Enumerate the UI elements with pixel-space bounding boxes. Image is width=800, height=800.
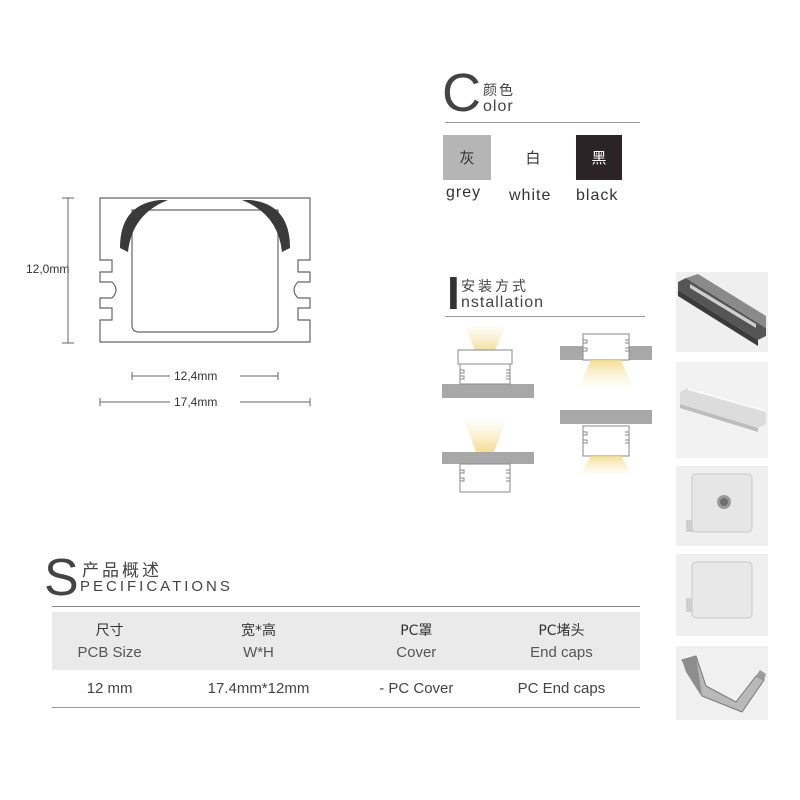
spec-table-header-row: 尺寸 PCB Size 宽*高 W*H PC罩 Cover PC堵头 End c… (52, 612, 640, 670)
swatch-white-label: white (509, 187, 552, 204)
spec-header-cn: PC罩 (400, 623, 433, 639)
color-section-letter: C (442, 63, 481, 123)
swatch-grey-cn: 灰 (459, 149, 475, 167)
spec-header-en: End caps (530, 644, 593, 661)
spec-header-en: Cover (396, 644, 437, 661)
color-section-title-cn: 颜色 (483, 83, 515, 99)
spec-header-cn: 宽*高 (240, 623, 276, 639)
spec-header-cn: PC堵头 (538, 623, 585, 639)
spec-section-letter: S (44, 549, 79, 607)
installation-section-divider (445, 316, 645, 317)
outer-width-dimension-line (99, 398, 311, 406)
spec-value-end-caps: PC End caps (482, 670, 640, 708)
photo-mounting-clip (676, 646, 768, 720)
spec-section-title-cn: 产品概述 (82, 561, 162, 581)
color-section-divider (445, 122, 640, 123)
spec-table: 尺寸 PCB Size 宽*高 W*H PC罩 Cover PC堵头 End c… (52, 612, 640, 708)
photo-end-cap-blank (676, 554, 768, 636)
spec-value-cover: - PC Cover (349, 670, 483, 708)
spec-header-cn: 尺寸 (95, 623, 124, 639)
spec-header-end-caps: PC堵头 End caps (482, 612, 640, 670)
install-recessed-up (442, 326, 534, 398)
swatch-white-cn: 白 (525, 149, 541, 167)
swatch-black-label: black (576, 187, 619, 204)
swatch-black[interactable]: 黑 (576, 135, 622, 180)
installation-diagrams (442, 326, 652, 493)
photo-end-cap-with-hole (676, 466, 768, 546)
height-dimension-line (62, 197, 74, 344)
spec-header-en: W*H (243, 644, 274, 661)
install-ceiling-down (560, 333, 652, 386)
cover-lips (120, 200, 290, 252)
spec-header-en: PCB Size (77, 644, 142, 661)
swatch-grey-label: grey (446, 184, 482, 201)
pc-cover-image (680, 388, 766, 432)
profile-outline (99, 197, 311, 343)
spec-section-title-en: PECIFICATIONS (80, 578, 233, 595)
mounting-clip-image (681, 655, 766, 713)
color-section-title-en: olor (483, 98, 514, 115)
end-cap-hole-image (686, 473, 753, 533)
spec-value-wh: 17.4mm*12mm (167, 670, 350, 708)
install-surface-up (442, 420, 534, 493)
profile-channel-image (678, 274, 766, 346)
inner-width-dimension-label: 12,4mm (172, 369, 220, 383)
swatch-black-cn: 黑 (591, 149, 607, 167)
swatch-grey[interactable]: 灰 (443, 135, 491, 180)
spec-header-pcb-size: 尺寸 PCB Size (52, 612, 168, 670)
spec-value-pcb-size: 12 mm (52, 670, 168, 708)
install-surface-down (560, 410, 652, 474)
spec-table-value-row: 12 mm 17.4mm*12mm - PC Cover PC End caps (52, 670, 640, 708)
installation-section-title-cn: 安装方式 (461, 279, 529, 295)
photo-profile-channel (676, 272, 768, 352)
inner-width-dimension-line (131, 372, 279, 380)
spec-header-wh: 宽*高 W*H (167, 612, 350, 670)
spec-header-cover: PC罩 Cover (349, 612, 483, 670)
outer-width-dimension-label: 17,4mm (172, 395, 220, 409)
spec-section-divider (52, 606, 640, 607)
swatch-white[interactable]: 白 (510, 135, 556, 180)
end-cap-blank-image (686, 561, 753, 619)
photo-pc-cover (676, 362, 768, 458)
installation-section-letter: I (447, 267, 460, 319)
height-dimension-label: 12,0mm (26, 262, 70, 276)
installation-section-title-en: nstallation (461, 294, 545, 311)
profile-cross-section-drawing (62, 197, 311, 406)
